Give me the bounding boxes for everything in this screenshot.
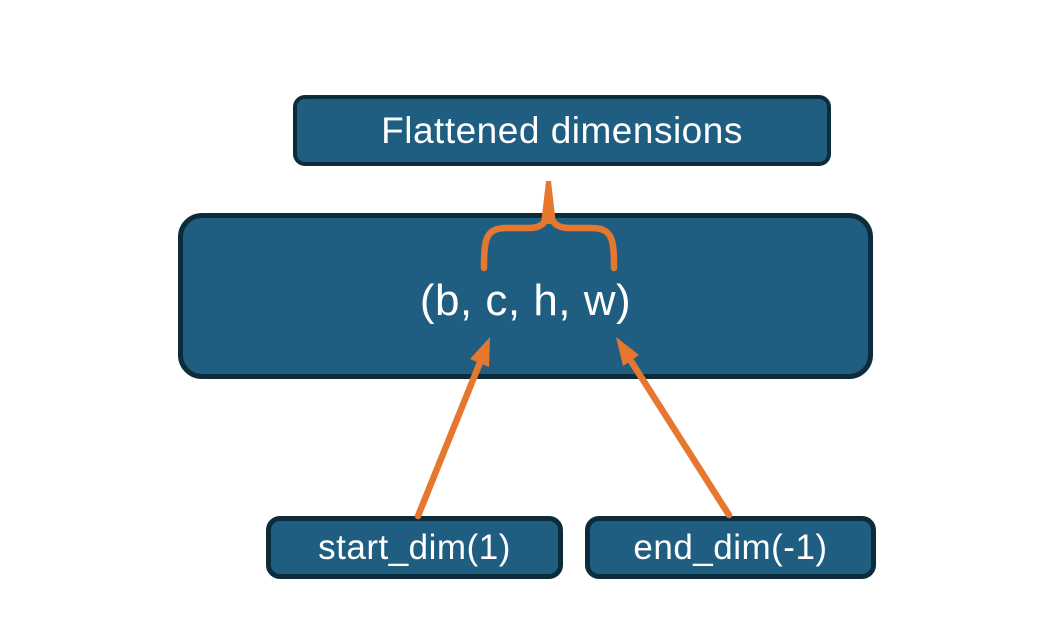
start-dim-label: start_dim(1) (318, 527, 511, 567)
flattened-dimensions-box: Flattened dimensions (293, 95, 831, 166)
end-dim-label: end_dim(-1) (633, 527, 828, 567)
start-dim-box: start_dim(1) (266, 516, 563, 579)
end-dim-box: end_dim(-1) (585, 516, 876, 579)
tensor-shape-label: (b, c, h, w) (419, 276, 632, 325)
flattened-dimensions-label: Flattened dimensions (381, 109, 743, 151)
tensor-shape-box: (b, c, h, w) (178, 213, 873, 379)
